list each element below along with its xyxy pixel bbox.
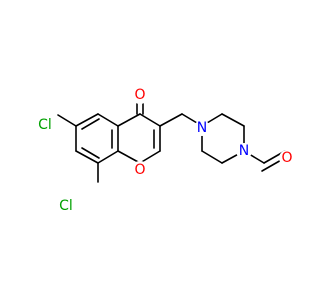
carbonyl-oxygen-label: O (134, 87, 145, 103)
label-background (194, 120, 210, 136)
bond (117, 113, 141, 127)
label-background (56, 196, 76, 216)
bonds (57, 100, 286, 183)
bond (139, 113, 161, 127)
bond (81, 147, 100, 159)
bond (97, 113, 119, 127)
bond (57, 114, 77, 127)
piperazine-n-left-label: N (197, 120, 207, 136)
ring-oxygen-label: O (134, 162, 145, 178)
label-background (131, 161, 149, 179)
piperazine-n-right-label: N (239, 143, 249, 159)
bond (117, 150, 141, 164)
bond (75, 150, 99, 164)
bond (159, 113, 183, 127)
bond (221, 113, 245, 127)
label-background (279, 150, 295, 166)
chlorine-top-label: Cl (38, 117, 52, 133)
label-background (35, 115, 55, 135)
molecule-structure: O O Cl Cl N N O (35, 86, 295, 216)
bond (261, 158, 284, 172)
molecule-diagram: O O Cl Cl N N O (35, 86, 295, 216)
atom-labels: O O Cl Cl N N O (35, 86, 295, 216)
bond (75, 113, 99, 127)
aldehyde-oxygen-label: O (281, 150, 292, 166)
label-background (131, 86, 149, 104)
label-background (236, 143, 252, 159)
chlorine-bottom-label: Cl (59, 198, 73, 214)
bond (139, 150, 161, 164)
bond (97, 150, 119, 164)
bond (201, 150, 223, 164)
bond (81, 118, 100, 130)
